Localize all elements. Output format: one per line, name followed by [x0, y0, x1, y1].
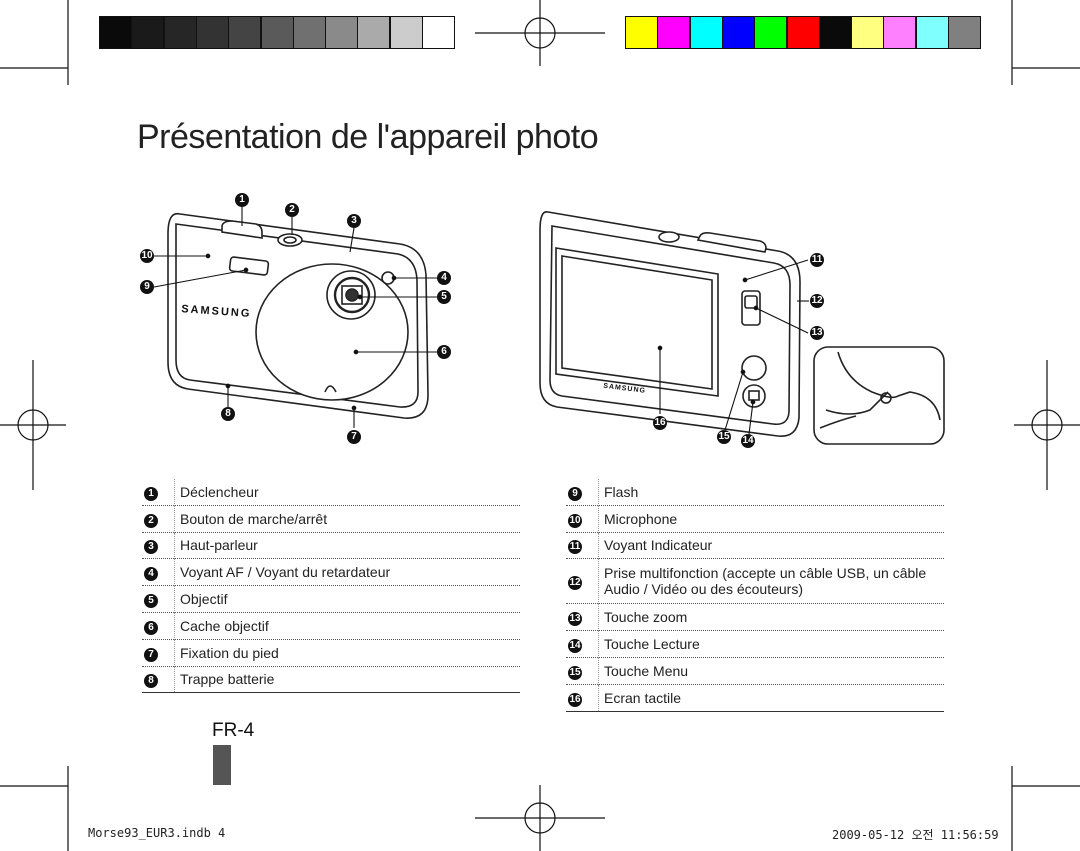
callout-4: 4 [437, 271, 451, 285]
legend-text: Touche zoom [598, 603, 944, 631]
gray-swatch [422, 16, 455, 49]
callout-5: 5 [437, 290, 451, 304]
legend-number: 3 [144, 540, 158, 555]
legend-row: 8 Trappe batterie [142, 666, 520, 693]
legend-number: 13 [568, 612, 582, 627]
callout-1: 1 [235, 193, 249, 207]
legend-number: 7 [144, 647, 158, 662]
legend-row: 9 Flash [566, 479, 944, 506]
callout-8: 8 [221, 407, 235, 421]
legend-row: 6 Cache objectif [142, 612, 520, 640]
legend-text: Cache objectif [174, 612, 520, 640]
legend-text: Bouton de marche/arrêt [174, 505, 520, 533]
legend-number: 8 [144, 674, 158, 689]
legend-number: 4 [144, 567, 158, 582]
callout-16: 16 [653, 416, 667, 430]
legend-row: 10 Microphone [566, 505, 944, 533]
color-swatch [915, 16, 949, 49]
section-tab-marker [213, 745, 231, 785]
gray-swatch [131, 16, 165, 49]
gray-swatch [163, 16, 197, 49]
callout-9: 9 [140, 280, 154, 294]
gray-swatch [228, 16, 262, 49]
page-title: Présentation de l'appareil photo [137, 118, 599, 156]
legend-text: Voyant Indicateur [598, 532, 944, 559]
callout-3: 3 [347, 214, 361, 228]
legend-number: 5 [144, 594, 158, 609]
gray-swatch [99, 16, 132, 49]
legend-number: 11 [568, 540, 582, 555]
legend-text: Touche Menu [598, 657, 944, 685]
legend-text: Prise multifonction (accepte un câble US… [598, 558, 944, 604]
legend-text: Déclencheur [174, 479, 520, 506]
color-swatch [883, 16, 917, 49]
color-swatch [754, 16, 788, 49]
legend-row: 12 Prise multifonction (accepte un câble … [566, 558, 944, 604]
legend-number: 10 [568, 513, 582, 528]
color-swatch [625, 16, 658, 49]
page-number: FR-4 [212, 720, 255, 741]
legend-number: 16 [568, 692, 582, 707]
legend-row: 4 Voyant AF / Voyant du retardateur [142, 558, 520, 586]
callout-7: 7 [347, 430, 361, 444]
legend-number: 12 [568, 576, 582, 591]
color-swatch [948, 16, 981, 49]
legend-number: 14 [568, 639, 582, 654]
gray-swatch [292, 16, 326, 49]
legend-row: 11 Voyant Indicateur [566, 532, 944, 559]
callout-10: 10 [140, 249, 154, 263]
callout-14: 14 [741, 434, 755, 448]
legend-text: Flash [598, 479, 944, 506]
legend-number: 9 [568, 486, 582, 501]
legend-row: 16 Ecran tactile [566, 684, 944, 712]
callout-12: 12 [810, 294, 824, 308]
legend-number: 1 [144, 486, 158, 501]
legend-number: 2 [144, 513, 158, 528]
legend-row: 3 Haut-parleur [142, 532, 520, 559]
gray-swatch [357, 16, 391, 49]
legend-table-right: 9 Flash 10 Microphone 11 Voyant Indicateur 12 P… [566, 479, 944, 712]
brand-logo-front: SAMSUNG [181, 303, 252, 320]
color-swatch [786, 16, 820, 49]
legend-row: 5 Objectif [142, 585, 520, 613]
connector-inset [813, 346, 945, 445]
legend-text: Trappe batterie [174, 666, 520, 693]
footer-timestamp: 2009-05-12 오전 11:56:59 [832, 828, 999, 842]
legend-table-left: 1 Déclencheur 2 Bouton de marche/arrêt 3 Haut… [142, 479, 520, 693]
legend-text: Touche Lecture [598, 630, 944, 658]
callout-11: 11 [810, 253, 824, 267]
gray-swatch [325, 16, 359, 49]
callout-6: 6 [437, 345, 451, 359]
legend-text: Objectif [174, 585, 520, 613]
legend-row: 2 Bouton de marche/arrêt [142, 505, 520, 533]
camera-front-view [167, 212, 429, 419]
legend-text: Haut-parleur [174, 532, 520, 559]
color-swatch [851, 16, 885, 49]
callout-13: 13 [810, 326, 824, 340]
legend-number: 6 [144, 620, 158, 635]
legend-row: 7 Fixation du pied [142, 639, 520, 667]
legend-text: Voyant AF / Voyant du retardateur [174, 558, 520, 586]
callout-15: 15 [717, 430, 731, 444]
legend-text: Microphone [598, 505, 944, 533]
legend-text: Ecran tactile [598, 684, 944, 712]
gray-swatch [389, 16, 423, 49]
legend-number: 15 [568, 665, 582, 680]
camera-back-view [539, 211, 801, 437]
legend-row: 13 Touche zoom [566, 603, 944, 631]
legend-row: 14 Touche Lecture [566, 630, 944, 658]
legend-row: 1 Déclencheur [142, 479, 520, 506]
callout-2: 2 [285, 203, 299, 217]
legend-text: Fixation du pied [174, 639, 520, 667]
legend-row: 15 Touche Menu [566, 657, 944, 685]
footer-file-info: Morse93_EUR3.indb 4 [88, 826, 226, 840]
